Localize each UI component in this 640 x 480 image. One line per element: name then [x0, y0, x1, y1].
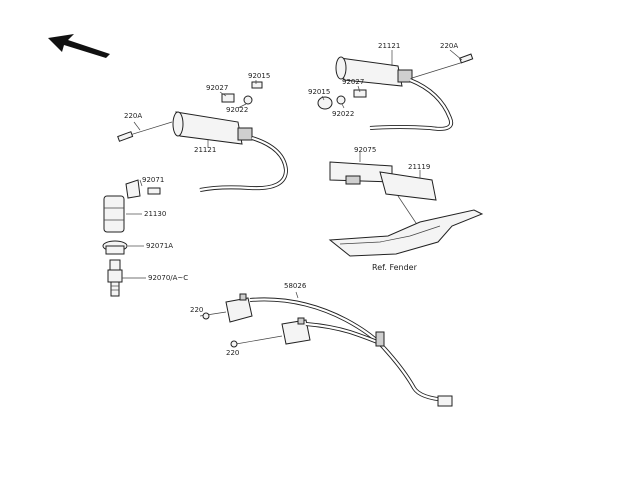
label-coil-upper: 21121 [378, 42, 400, 50]
label-spacer-left: 92015 [248, 72, 270, 80]
harness-assembly [199, 291, 453, 407]
label-spark-plug: 92070/A~C [148, 274, 188, 282]
label-washer-left: 92022 [226, 106, 248, 114]
label-plug-spring: 92071 [142, 176, 164, 184]
upper-coil-assembly [317, 49, 474, 131]
label-nut-left: 92027 [206, 84, 228, 92]
ecu-assembly [328, 152, 484, 257]
label-screw-b: 220 [226, 349, 239, 357]
label-plug-cap: 21130 [144, 210, 166, 218]
label-plug-seal: 92071A [146, 242, 173, 250]
label-screw-a: 220 [190, 306, 203, 314]
label-bolt-left: 220A [124, 112, 142, 120]
label-igniter: 21119 [408, 163, 430, 171]
label-coil-left: 21121 [194, 146, 216, 154]
front-arrow-icon [48, 34, 110, 58]
label-spacer-upper: 92015 [308, 88, 330, 96]
label-nut-upper: 92027 [342, 78, 364, 86]
left-coil-assembly [117, 80, 289, 192]
label-washer-upper: 92022 [332, 110, 354, 118]
label-fender-ref: Ref. Fender [372, 263, 418, 272]
spark-plug-assembly [102, 179, 161, 297]
label-ecu: 92075 [354, 146, 376, 154]
label-bolt-upper: 220A [440, 42, 458, 50]
label-harness: 58026 [284, 282, 307, 290]
